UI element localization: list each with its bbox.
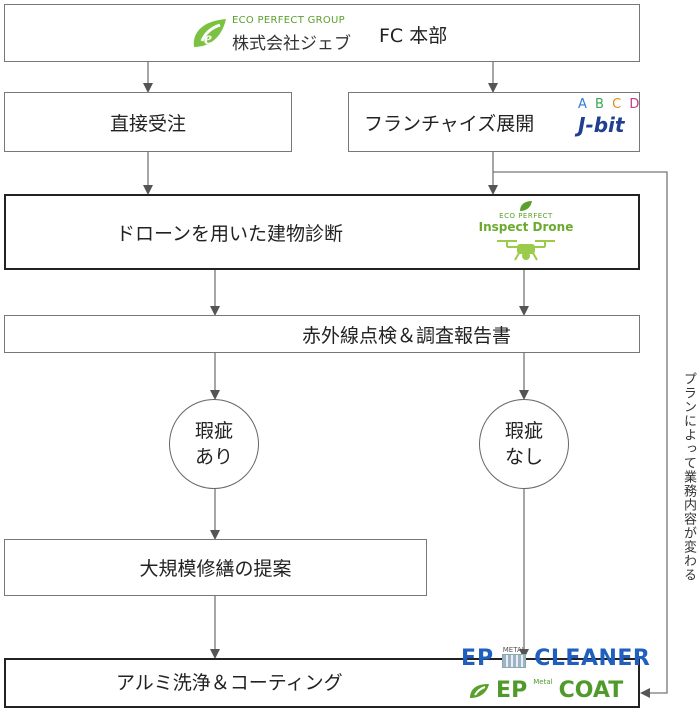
- eco-leaf-icon: e: [193, 19, 226, 48]
- arrow-franchise-final-bypass: [493, 171, 668, 698]
- inspect-drone-logo: ECO PERFECT Inspect Drone: [476, 200, 576, 268]
- building-icon: [502, 654, 527, 668]
- eco-leaf-small-icon: [520, 201, 532, 211]
- drone-diagnosis-label: ドローンを用いた建物診断: [116, 222, 344, 245]
- franchise-label: フランチャイズ展開: [364, 112, 535, 135]
- hq-label: FC 本部: [379, 25, 448, 47]
- drone-diagnosis-box: ドローンを用いた建物診断 ECO PERFECT Inspect Drone: [4, 194, 640, 270]
- svg-text:e: e: [204, 28, 212, 48]
- ep-metal-cleaner-logo: EP METAL CLEANER: [461, 646, 650, 672]
- jbit-letter-c: C: [612, 97, 624, 112]
- direct-orders-box: 直接受注: [4, 92, 292, 152]
- ep-metal-cleaner-ep: EP: [461, 646, 495, 671]
- report-box: 赤外線点検＆調査報告書: [4, 315, 640, 353]
- repair-proposal-label: 大規模修繕の提案: [139, 558, 292, 580]
- jbit-letter-d: D: [629, 97, 642, 112]
- defect-yes-line2: あり: [194, 446, 233, 468]
- jeb-logo: e ECO PERFECT GROUP 株式会社ジェブ: [188, 12, 358, 56]
- jbit-letter-b: B: [595, 97, 606, 112]
- franchise-box: フランチャイズ展開 A B C D J-bit: [348, 92, 640, 152]
- jbit-letter-a: A: [578, 97, 589, 112]
- ep-metal-coat-small: Metal: [533, 678, 553, 686]
- ep-metal-coat-logo: EP Metal COAT: [468, 678, 623, 704]
- jbit-brand-name: J-bit: [578, 113, 625, 137]
- ep-metal-cleaner-cleaner: CLEANER: [534, 646, 651, 671]
- report-label: 赤外線点検＆調査報告書: [302, 324, 512, 347]
- hq-logo-line1: ECO PERFECT GROUP: [232, 15, 346, 26]
- eco-leaf-coat-icon: [470, 683, 489, 698]
- ep-metal-coat-coat: COAT: [558, 678, 624, 703]
- defect-no-line2: なし: [504, 446, 543, 468]
- drone-icon: [497, 240, 555, 261]
- jbit-logo: A B C D J-bit: [578, 97, 642, 149]
- defect-yes-line1: 瑕疵: [194, 420, 233, 442]
- ep-metal-coat-ep: EP: [496, 678, 528, 703]
- hq-logo-line2: 株式会社ジェブ: [232, 34, 351, 54]
- final-box: アルミ洗浄＆コーティング EP METAL CLEANER EP Metal C…: [4, 646, 650, 708]
- side-note: プランによって業務内容が変わる: [679, 368, 698, 586]
- final-label: アルミ洗浄＆コーティング: [116, 671, 343, 694]
- hq-box: e ECO PERFECT GROUP 株式会社ジェブ FC 本部: [4, 4, 640, 62]
- repair-proposal-box: 大規模修繕の提案: [4, 539, 427, 596]
- defect-no-line1: 瑕疵: [504, 420, 543, 442]
- ep-metal-cleaner-mid: METAL: [502, 646, 527, 668]
- defect-no-circle: 瑕疵 なし: [479, 399, 569, 489]
- inspect-drone-logo-top: ECO PERFECT: [499, 212, 553, 220]
- inspect-drone-logo-name: Inspect Drone: [478, 220, 574, 234]
- ep-metal-cleaner-small: METAL: [502, 646, 526, 654]
- direct-orders-label: 直接受注: [109, 112, 186, 135]
- defect-yes-circle: 瑕疵 あり: [169, 399, 259, 489]
